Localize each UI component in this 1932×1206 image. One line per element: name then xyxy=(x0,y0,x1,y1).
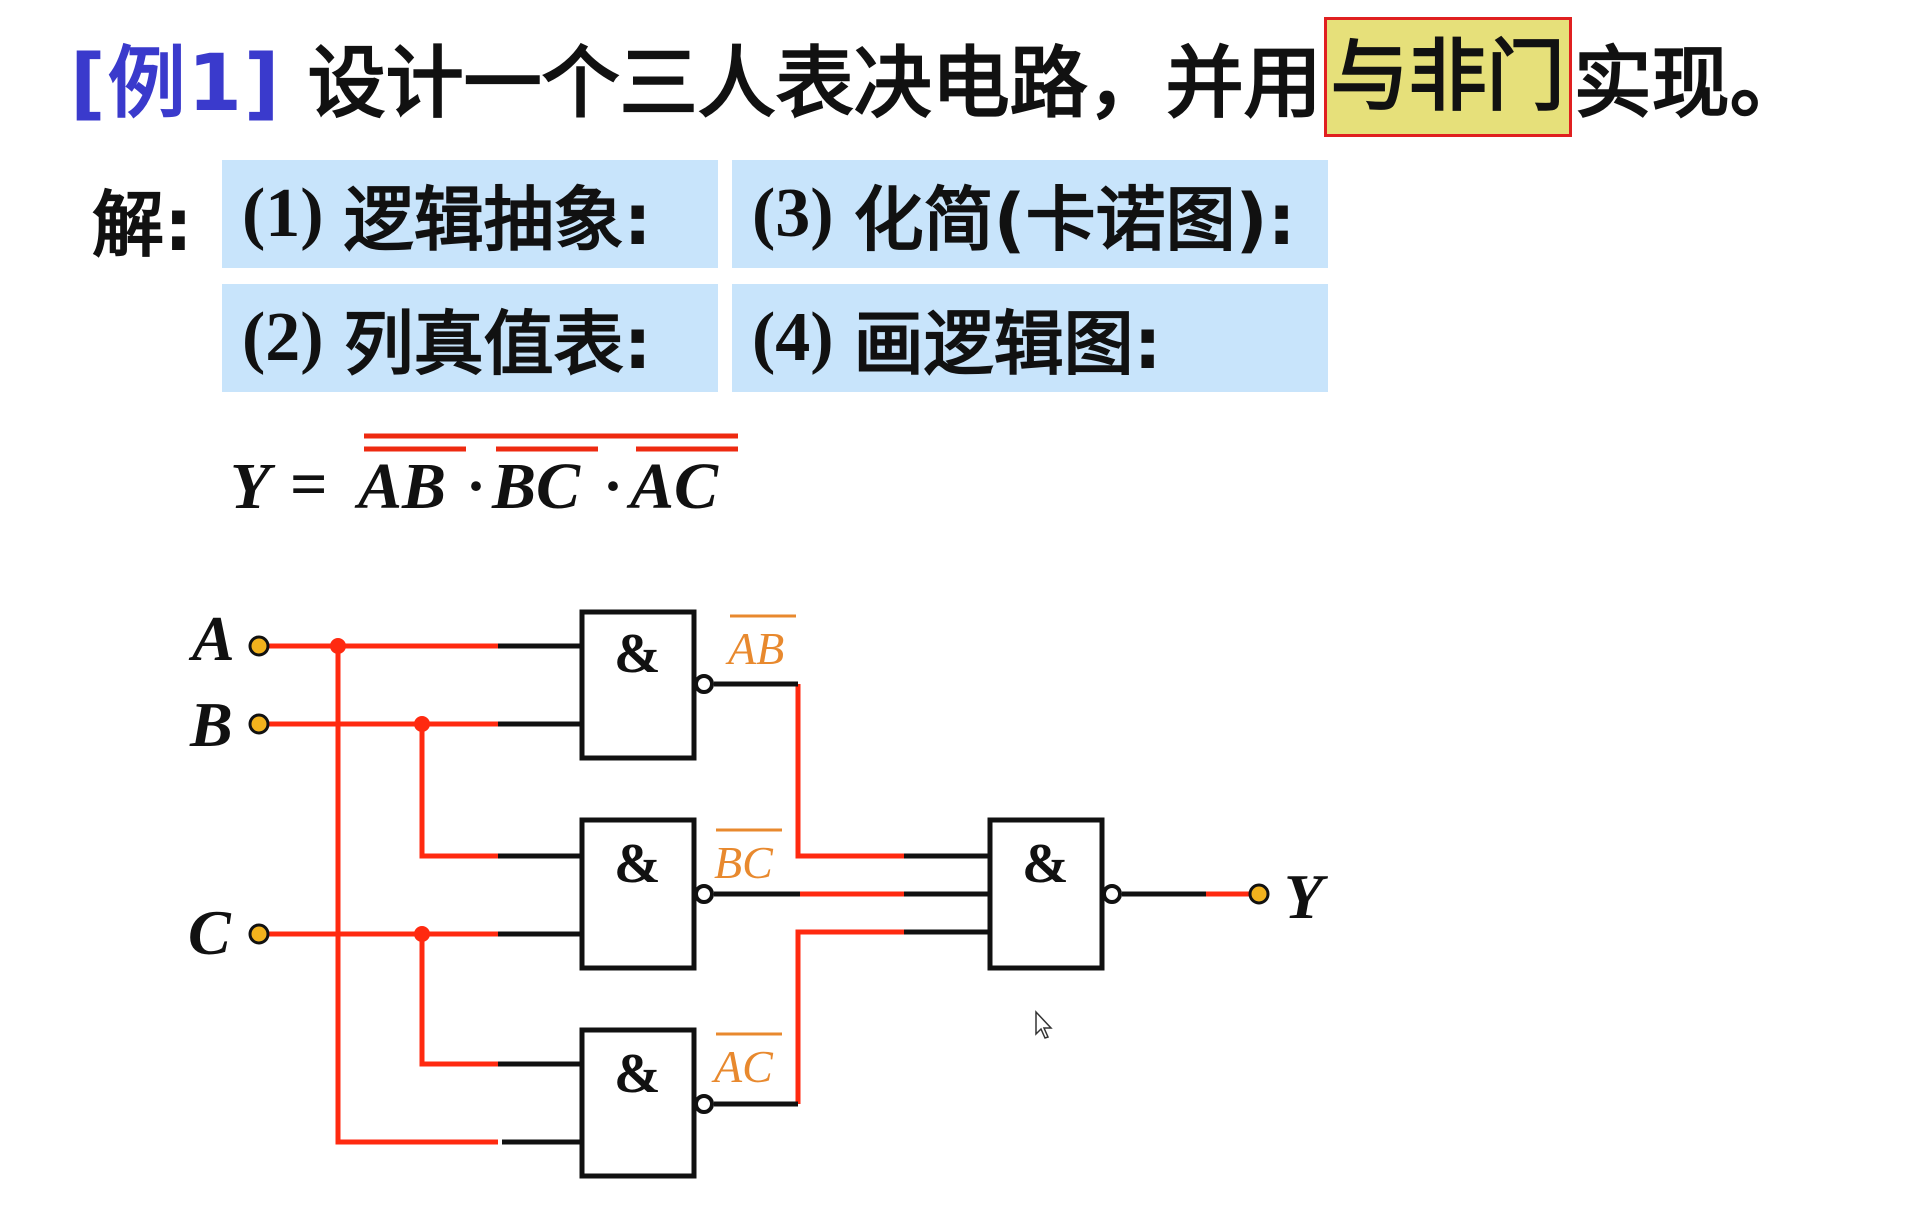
gate-2-symbol: & xyxy=(614,833,661,895)
gate-1-body xyxy=(579,609,697,761)
gate-1: & xyxy=(579,609,714,761)
terminal-b xyxy=(248,713,270,735)
formula: Y = AB · BC · AC xyxy=(230,448,719,523)
input-b-label: B xyxy=(189,689,233,760)
formula-dot-1: · xyxy=(466,453,486,519)
step-1-number: (1) xyxy=(242,175,324,252)
step-2: (2) 列真值表: xyxy=(222,284,718,392)
step-4-number: (4) xyxy=(752,299,834,376)
formula-dot-2: · xyxy=(603,453,623,519)
formula-overbars xyxy=(364,433,738,452)
terminal-c xyxy=(248,923,270,945)
gate-1-inverter-bubble xyxy=(694,674,714,694)
junctions xyxy=(330,638,430,942)
output-y-label: Y xyxy=(1284,861,1328,932)
gate-2-inverter-bubble xyxy=(694,884,714,904)
formula-lhs: Y xyxy=(230,450,276,523)
gate-3-body xyxy=(579,1027,697,1179)
label-not-ab: AB xyxy=(725,623,784,674)
title-highlight: 与非门 xyxy=(1323,17,1572,137)
junction-a xyxy=(330,638,346,654)
step-4-text: 画逻辑图: xyxy=(853,302,1162,385)
step-3-number: (3) xyxy=(752,175,834,252)
title-text-before: 设计一个三人表决电路，并用 xyxy=(307,39,1322,129)
input-a-label: A xyxy=(188,603,235,674)
terminal-a xyxy=(248,635,270,657)
gate-3-symbol: & xyxy=(614,1043,661,1105)
formula-equals: = xyxy=(290,448,328,521)
title-text-after: 实现。 xyxy=(1573,39,1808,129)
gate-4-body xyxy=(987,817,1105,971)
terminal-y xyxy=(1248,883,1270,905)
input-c-label: C xyxy=(188,897,232,968)
gate-4-symbol: & xyxy=(1022,833,1069,895)
gate-4-inverter-bubble xyxy=(1102,884,1122,904)
step-2-number: (2) xyxy=(242,299,324,376)
gate-2: & xyxy=(579,817,714,971)
example-tag: [例1] xyxy=(70,39,282,129)
gate-3-inverter-bubble xyxy=(694,1094,714,1114)
step-1-text: 逻辑抽象: xyxy=(343,178,652,261)
gate-3: & xyxy=(579,1027,714,1179)
wire-b-to-gate2 xyxy=(419,724,498,859)
label-not-bc: BC xyxy=(714,837,774,888)
gate-4: & xyxy=(987,817,1122,971)
step-1: (1) 逻辑抽象: xyxy=(222,160,718,268)
step-4: (4) 画逻辑图: xyxy=(732,284,1328,392)
junction-c xyxy=(414,926,430,942)
junction-b xyxy=(414,716,430,732)
problem-title: [例1] 设计一个三人表决电路，并用 与非门 实现。 xyxy=(70,17,1808,137)
wire-ab-to-gate4 xyxy=(795,684,904,859)
solution-label: 解: xyxy=(92,182,193,267)
intermediate-labels: AB BC AC xyxy=(711,623,784,1092)
label-not-ac: AC xyxy=(711,1041,774,1092)
formula-term-ac: AC xyxy=(626,450,719,523)
formula-term-ab: AB xyxy=(354,450,446,523)
formula-term-bc: BC xyxy=(491,450,581,523)
step-3: (3) 化简(卡诺图): xyxy=(732,160,1328,268)
step-2-text: 列真值表: xyxy=(343,302,652,385)
wire-a-to-gate3 xyxy=(335,646,498,1145)
black-wires xyxy=(498,643,1206,1145)
mouse-cursor-icon xyxy=(1035,1010,1053,1039)
terminals xyxy=(248,635,1270,945)
wire-ac-to-gate4 xyxy=(795,929,904,1104)
intermediate-overbars xyxy=(716,614,796,1036)
red-wires xyxy=(268,643,1250,1145)
gate-1-symbol: & xyxy=(614,623,661,685)
wire-c-to-gate3 xyxy=(419,934,498,1067)
gate-2-body xyxy=(579,817,697,971)
step-3-text: 化简(卡诺图): xyxy=(853,178,1296,261)
